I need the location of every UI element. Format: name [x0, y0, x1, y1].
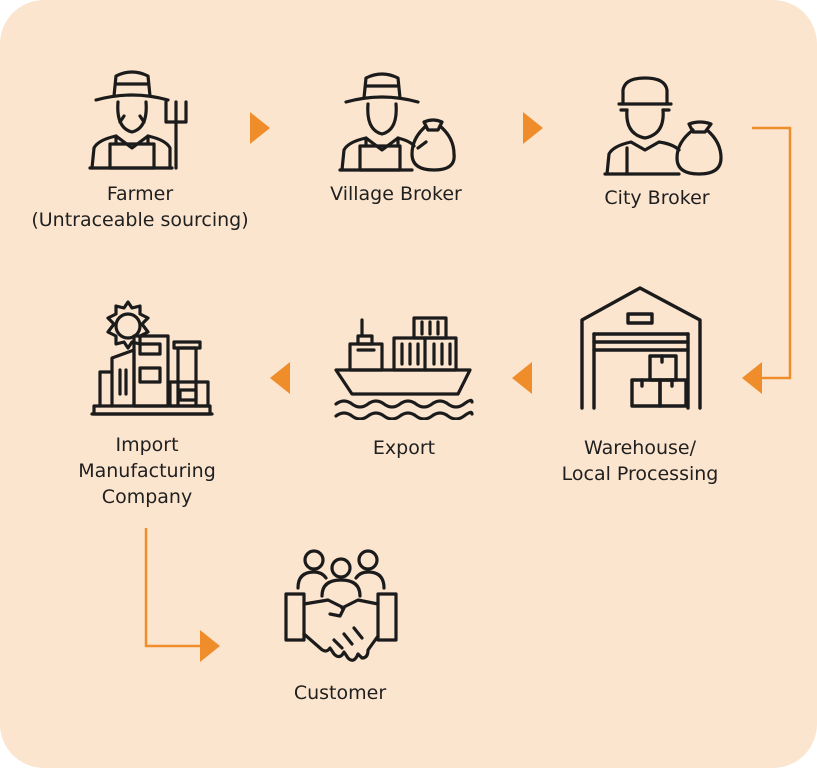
city-broker-label: City Broker [604, 187, 710, 209]
arrow-export-to-import [270, 362, 290, 394]
connector-import-to-customer [144, 528, 202, 648]
farmer-icon [88, 70, 188, 170]
farmer-with-sack-icon [338, 72, 456, 172]
customer-label: Customer [293, 682, 387, 704]
handshake-icon [284, 549, 398, 662]
farmer-label: Farmer (Untraceable sourcing) [31, 183, 249, 231]
cargo-ship-icon [334, 316, 474, 420]
worker-with-sack-icon [603, 76, 723, 176]
arrow-warehouse-to-export [512, 362, 532, 394]
warehouse-icon [580, 286, 702, 410]
factory-icon [90, 300, 214, 416]
arrow-farmer-to-village-broker [250, 112, 270, 144]
import-label: Import Manufacturing Company [78, 434, 216, 508]
warehouse-label: Warehouse/ Local Processing [561, 437, 719, 485]
village-broker-label: Village Broker [330, 183, 462, 205]
export-label: Export [372, 437, 436, 459]
arrow-village-to-city-broker [523, 112, 543, 144]
arrow-into-customer [200, 630, 220, 662]
arrow-into-warehouse [742, 362, 762, 394]
connector-city-broker-to-warehouse [752, 126, 792, 380]
